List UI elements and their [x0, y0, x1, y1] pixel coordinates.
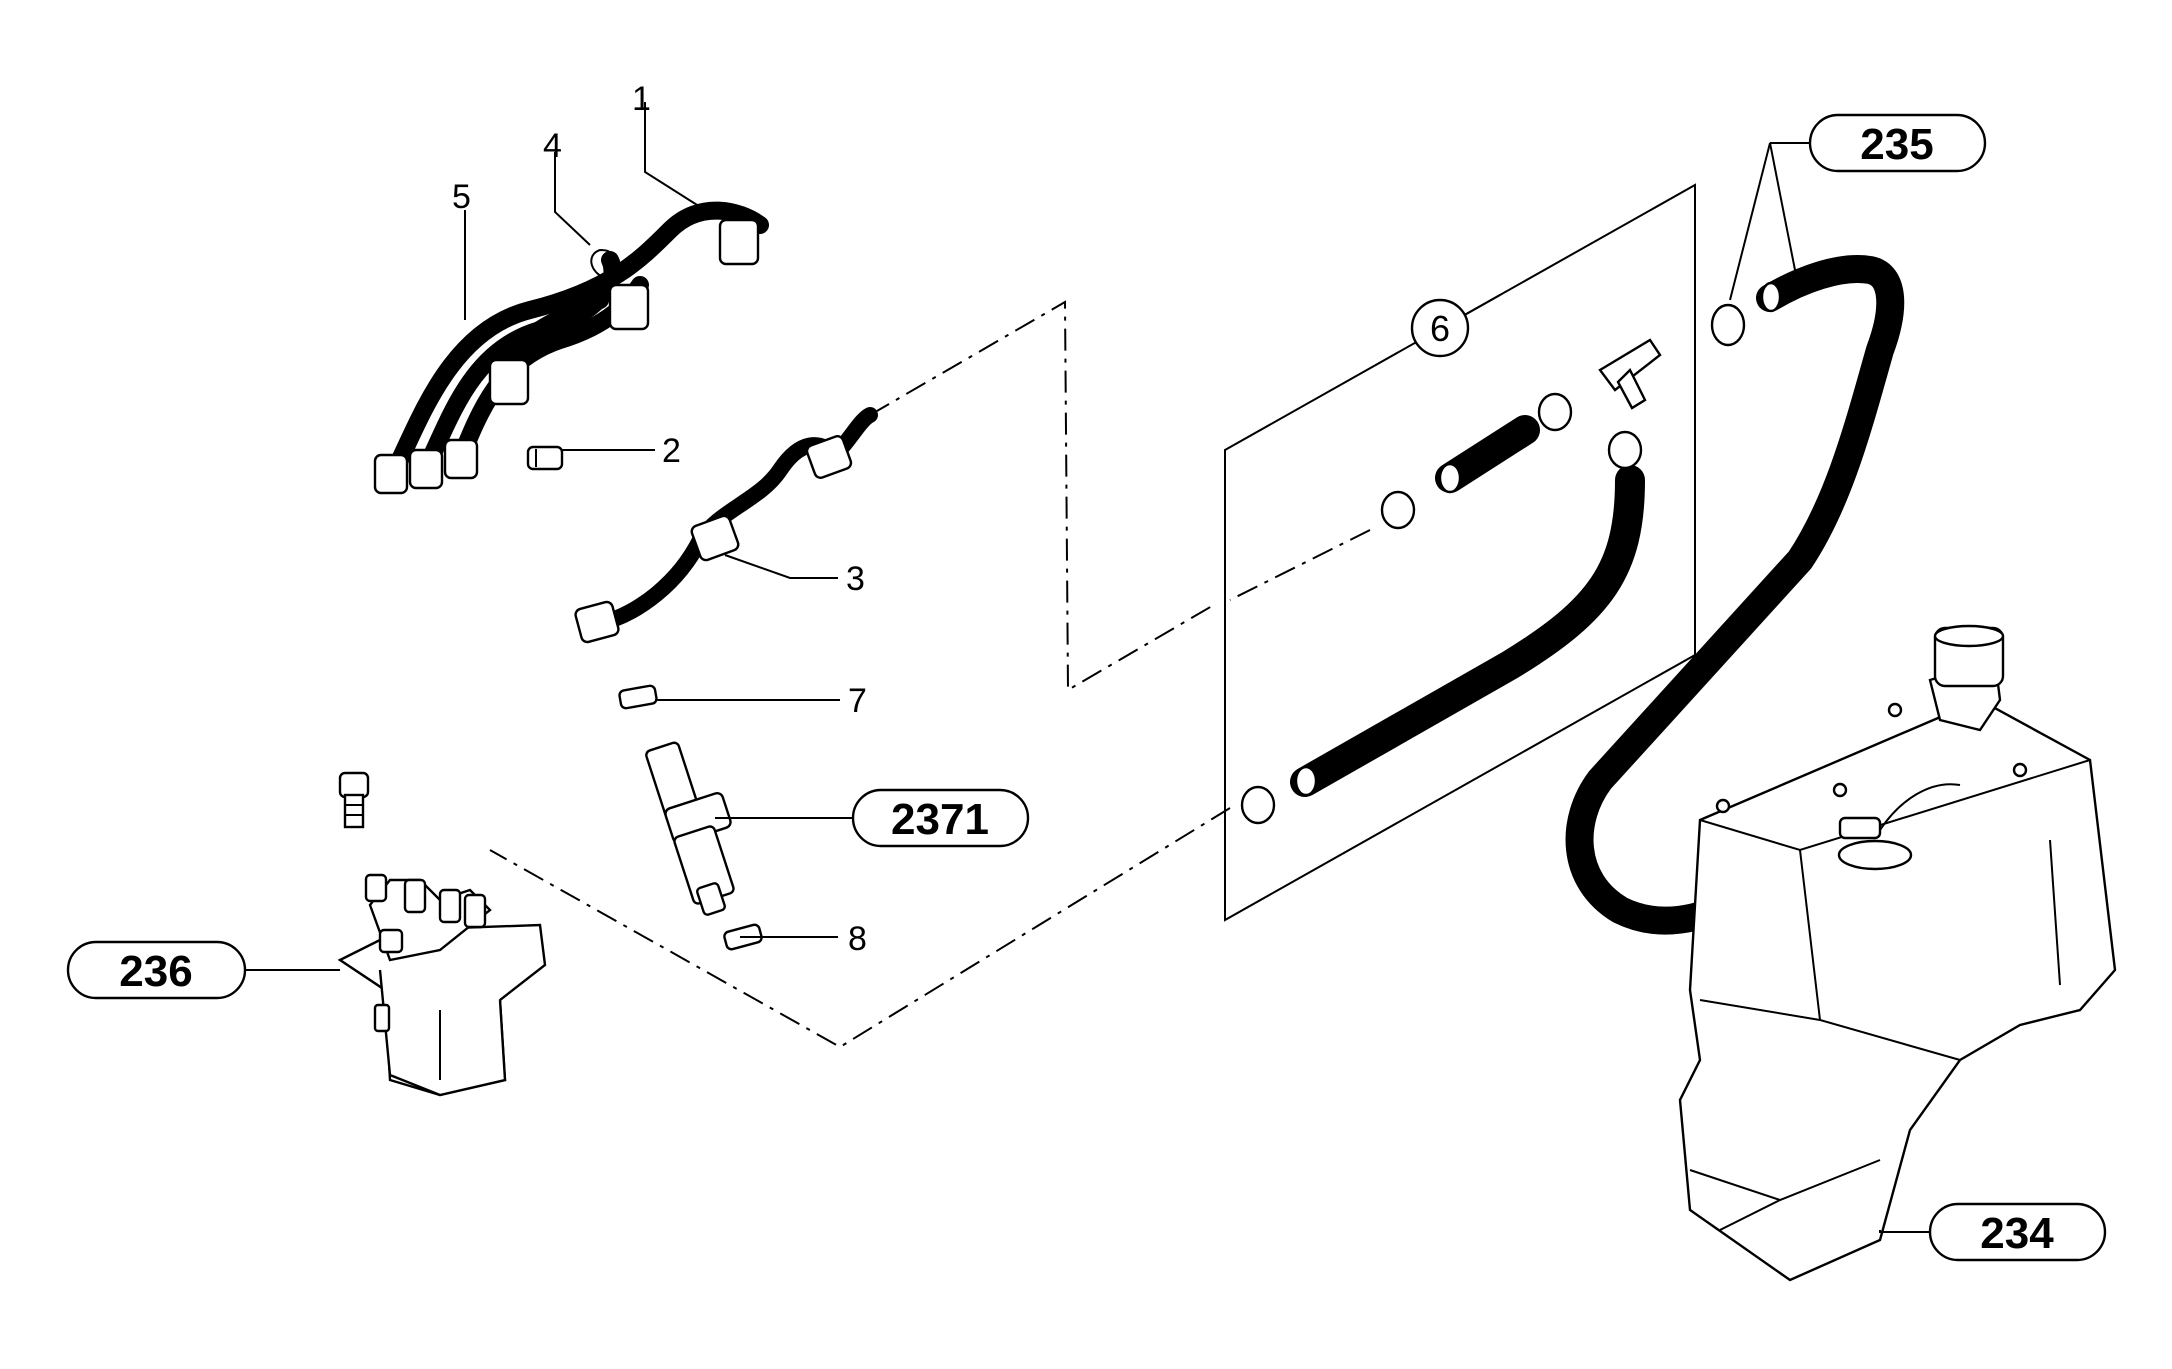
fuel-tank-234: [1678, 624, 2117, 1282]
leak-off-pipe: [574, 407, 878, 644]
leader-lines: [245, 102, 1930, 1233]
label-236: 236: [66, 940, 247, 1000]
callout-8: 8: [848, 920, 867, 958]
label-234: 234: [1928, 1202, 2107, 1262]
svg-text:235: 235: [1860, 120, 1933, 169]
svg-text:236: 236: [119, 947, 192, 996]
callout-3: 1: [632, 80, 651, 118]
bolt: [338, 771, 370, 829]
label-2371: 2371: [851, 788, 1030, 848]
circle-callout-6: 6: [1410, 298, 1470, 358]
svg-text:234: 234: [1980, 1209, 2054, 1258]
banjo-bolt-2: [526, 445, 564, 471]
svg-text:2371: 2371: [891, 795, 989, 844]
pipe-nut: [443, 438, 479, 480]
callout-7: 7: [848, 682, 867, 720]
callout-4: 4: [543, 127, 562, 165]
fuel-injection-pump-236: [337, 873, 547, 1097]
callout-1: 3: [846, 560, 865, 598]
injector-2371: [645, 741, 735, 916]
assembly-line: [869, 300, 1213, 692]
svg-text:6: 6: [1430, 308, 1450, 349]
callout-2: 2: [662, 432, 681, 470]
pipe-nut: [408, 448, 444, 490]
hose-clamp: [1710, 303, 1746, 347]
label-235: 235: [1808, 113, 1987, 173]
injection-pipes-assembly: [373, 201, 769, 495]
pipe-nut: [488, 358, 530, 406]
assembly-line: [1229, 529, 1371, 601]
callout-5: 5: [452, 178, 471, 216]
return-hose-235: [1565, 255, 1905, 935]
pipe-nut: [608, 283, 650, 331]
pipe-nut: [373, 453, 409, 495]
assembly-line: [489, 807, 1231, 1049]
washer-7: [618, 684, 658, 710]
hose-kit-parts: [1240, 338, 1662, 825]
pipe-nut: [718, 218, 760, 266]
